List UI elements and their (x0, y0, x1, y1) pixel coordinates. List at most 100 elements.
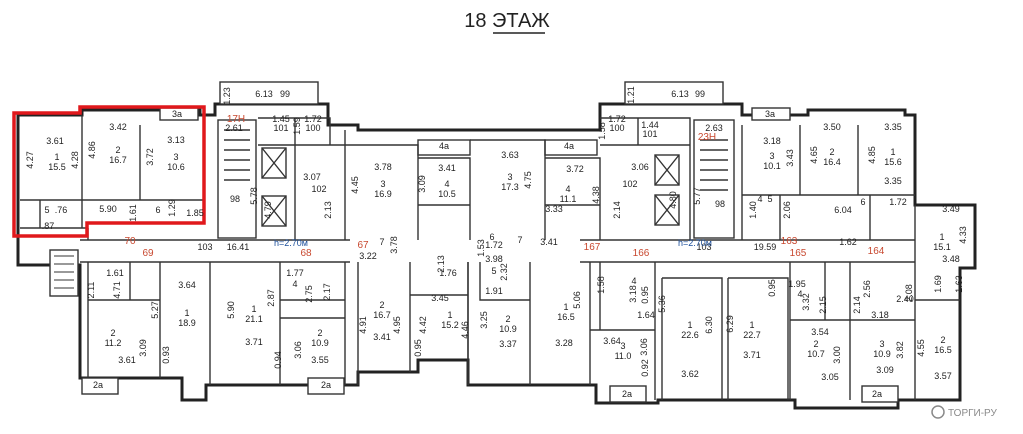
dimension-label: 1.64 (637, 310, 655, 320)
room-ref-number: 23Н (698, 132, 716, 143)
dimension-label: 10.1 (763, 161, 781, 171)
dimension-label: 4a (564, 141, 574, 151)
dimension-label: 1 (563, 302, 568, 312)
dimension-label: 3.42 (109, 122, 127, 132)
dimension-label: 4.75 (523, 171, 533, 189)
dimension-label: 10.5 (438, 189, 456, 199)
dimension-label: 3 (620, 341, 625, 351)
dimension-label: 22.6 (681, 330, 699, 340)
dimension-label: 0.95 (413, 339, 423, 357)
dimension-label: 4 (631, 276, 636, 286)
dimension-label: 2 (115, 145, 120, 155)
dimension-label: 3.33 (545, 204, 563, 214)
dimension-label: 6 (860, 197, 865, 207)
dimension-label: 4 (292, 279, 297, 289)
dimension-label: 2.08 (904, 284, 914, 302)
dimension-label: 2.75 (304, 285, 314, 303)
dimension-label: 6.13 (671, 89, 689, 99)
dimension-label: 3.63 (501, 150, 519, 160)
dimension-label: 11.1 (560, 194, 577, 204)
dimension-label: 1.58 (597, 122, 607, 140)
dimension-label: 3.82 (895, 341, 905, 359)
dimension-label: 6 (489, 232, 494, 242)
dimension-label: 3.45 (431, 293, 449, 303)
dimension-label: 1 (749, 320, 754, 330)
dimension-label: 3.28 (555, 338, 573, 348)
dimension-label: 2a (93, 380, 103, 390)
dimension-label: 3.48 (942, 254, 960, 264)
dimension-label: 4.42 (418, 316, 428, 334)
dimension-label: 4.85 (867, 146, 877, 164)
dimension-label: 99 (280, 89, 290, 99)
dimension-label: 3.09 (417, 175, 427, 193)
dimension-label: 5.06 (572, 291, 582, 309)
dimension-label: 1.53 (476, 239, 486, 257)
dimension-label: 1.59 (292, 117, 302, 135)
dimension-label: 5.90 (226, 301, 236, 319)
dimension-label: 3.18 (763, 136, 781, 146)
dimension-label: 0.95 (767, 279, 777, 297)
dimension-label: 4.95 (392, 316, 402, 334)
dimension-label: 3.64 (178, 280, 196, 290)
room-ref-number: 70 (124, 236, 136, 247)
dimension-label: 3.61 (46, 136, 64, 146)
dimension-label: 4.79 (263, 201, 273, 219)
dimension-label: 4.33 (958, 226, 968, 244)
dimension-label: 3.35 (884, 176, 902, 186)
dimension-label: 6.29 (725, 315, 735, 333)
dimension-label: 3.78 (389, 236, 399, 254)
dimension-label: 3.09 (138, 339, 148, 357)
floor-title: 18 ЭТАЖ (464, 10, 550, 32)
dimension-label: 4 (797, 289, 802, 299)
highlighted-apartment (12, 105, 206, 238)
dimension-label: 2.13 (323, 201, 333, 219)
room-ref-number: 69 (142, 248, 154, 259)
dimension-label: 2.11 (86, 282, 96, 299)
dimension-label: 1.29 (167, 199, 177, 217)
dimension-label: 1.76 (439, 268, 457, 278)
dimension-label: 4.46 (460, 321, 470, 339)
dimension-label: 3.43 (785, 149, 795, 167)
room-ref-number: 163 (781, 236, 798, 247)
dimension-label: 0.92 (640, 359, 650, 377)
dimension-label: 16.5 (934, 345, 952, 355)
dimension-label: 3.06 (293, 341, 303, 359)
dimension-label: 3.18 (628, 285, 638, 303)
dimension-label: 1.72 (485, 240, 503, 250)
dimension-label: 6.13 (255, 89, 273, 99)
dimension-label: 16.4 (823, 157, 841, 167)
dimension-label: 3a (765, 109, 775, 119)
dimension-label: 2 (110, 328, 115, 338)
dimension-label: 6.04 (834, 205, 852, 215)
dimension-label: 10.9 (499, 324, 517, 334)
dimension-label: 5.27 (150, 301, 160, 319)
dimension-label: 21.1 (245, 314, 263, 324)
room-ref-number: 165 (790, 248, 807, 259)
dimension-label: 19.59 (754, 242, 777, 252)
dimension-label: 3.72 (566, 164, 584, 174)
dimension-label: 3.55 (311, 355, 329, 365)
dimension-label: 3.32 (801, 293, 811, 311)
dimension-label: 1 (54, 152, 59, 162)
dimension-label: 11.0 (615, 351, 632, 361)
dimension-label: 4.28 (70, 151, 80, 169)
dimension-label: 4.38 (591, 186, 601, 204)
dimension-label: 15.5 (48, 162, 66, 172)
dimension-label: 16.5 (557, 312, 575, 322)
dimension-label: 100 (305, 123, 320, 133)
dimension-label: 2.63 (705, 123, 723, 133)
dimension-label: 2.14 (852, 296, 862, 314)
dimension-label: 1 (687, 320, 692, 330)
dimension-label: 6 (155, 205, 160, 215)
dimension-label: 1.58 (596, 276, 606, 294)
dimension-label: 1.61 (128, 204, 138, 222)
dimension-label: 3.25 (479, 311, 489, 329)
room-ref-number: 164 (868, 246, 885, 257)
dimension-label: 22.7 (743, 330, 761, 340)
dimension-label: 100 (609, 123, 624, 133)
dimension-label: 0.93 (161, 346, 171, 364)
dimension-label: 1.61 (106, 268, 124, 278)
dimension-label: 3 (173, 152, 178, 162)
